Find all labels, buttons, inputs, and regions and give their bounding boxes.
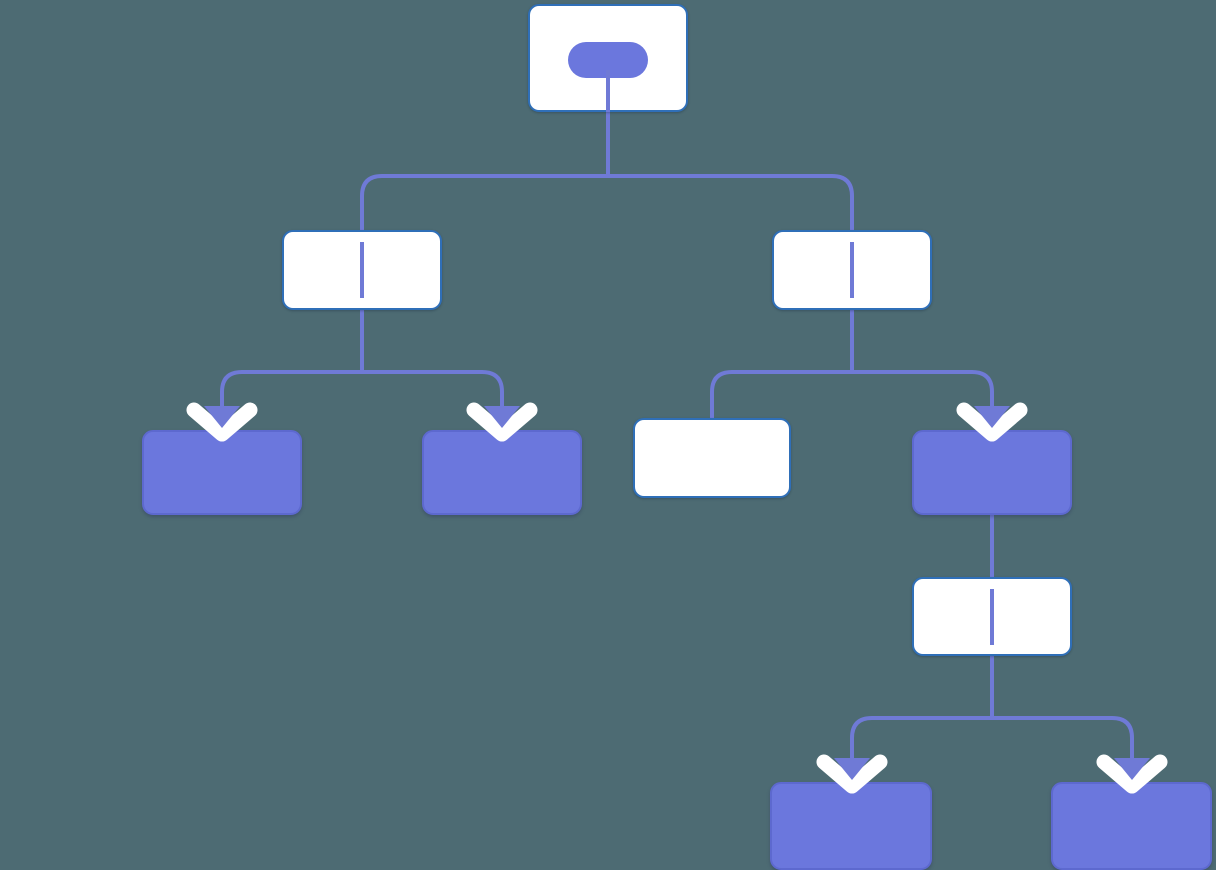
leaf-node-5[interactable] — [770, 782, 932, 870]
root-node[interactable] — [528, 4, 688, 112]
leaf-node-1[interactable] — [142, 430, 302, 515]
root-node-badge[interactable] — [568, 42, 648, 78]
leaf-node-4[interactable] — [912, 430, 1072, 515]
sub-branch-node[interactable] — [912, 577, 1072, 656]
branch-node-left[interactable] — [282, 230, 442, 310]
leaf-node-6[interactable] — [1051, 782, 1212, 870]
branch-node-right[interactable] — [772, 230, 932, 310]
leaf-node-2[interactable] — [422, 430, 582, 515]
leaf-node-3[interactable] — [633, 418, 791, 498]
